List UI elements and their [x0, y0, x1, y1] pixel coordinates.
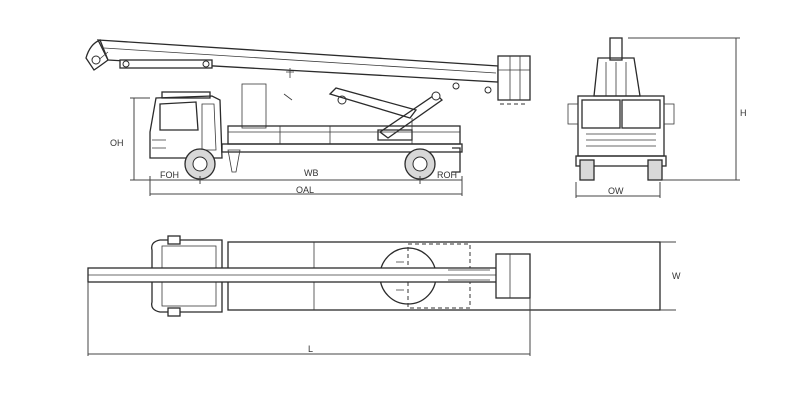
ow-label: OW [608, 186, 624, 196]
roh-label: ROH [437, 170, 457, 180]
side-front-wheel [184, 148, 216, 180]
front-view [567, 37, 740, 198]
side-rear-wheel [404, 148, 436, 180]
w-label: W [672, 271, 681, 281]
oal-label: OAL [296, 185, 314, 195]
side-view [85, 39, 531, 196]
foh-label: FOH [160, 170, 179, 180]
h-label: H [740, 108, 747, 118]
wb-label: WB [304, 168, 319, 178]
oh-label: OH [110, 138, 124, 148]
l-label: L [308, 344, 313, 354]
top-view [87, 235, 676, 356]
side-bucket [497, 55, 531, 105]
side-cab [149, 91, 223, 159]
top-boom [87, 267, 499, 283]
